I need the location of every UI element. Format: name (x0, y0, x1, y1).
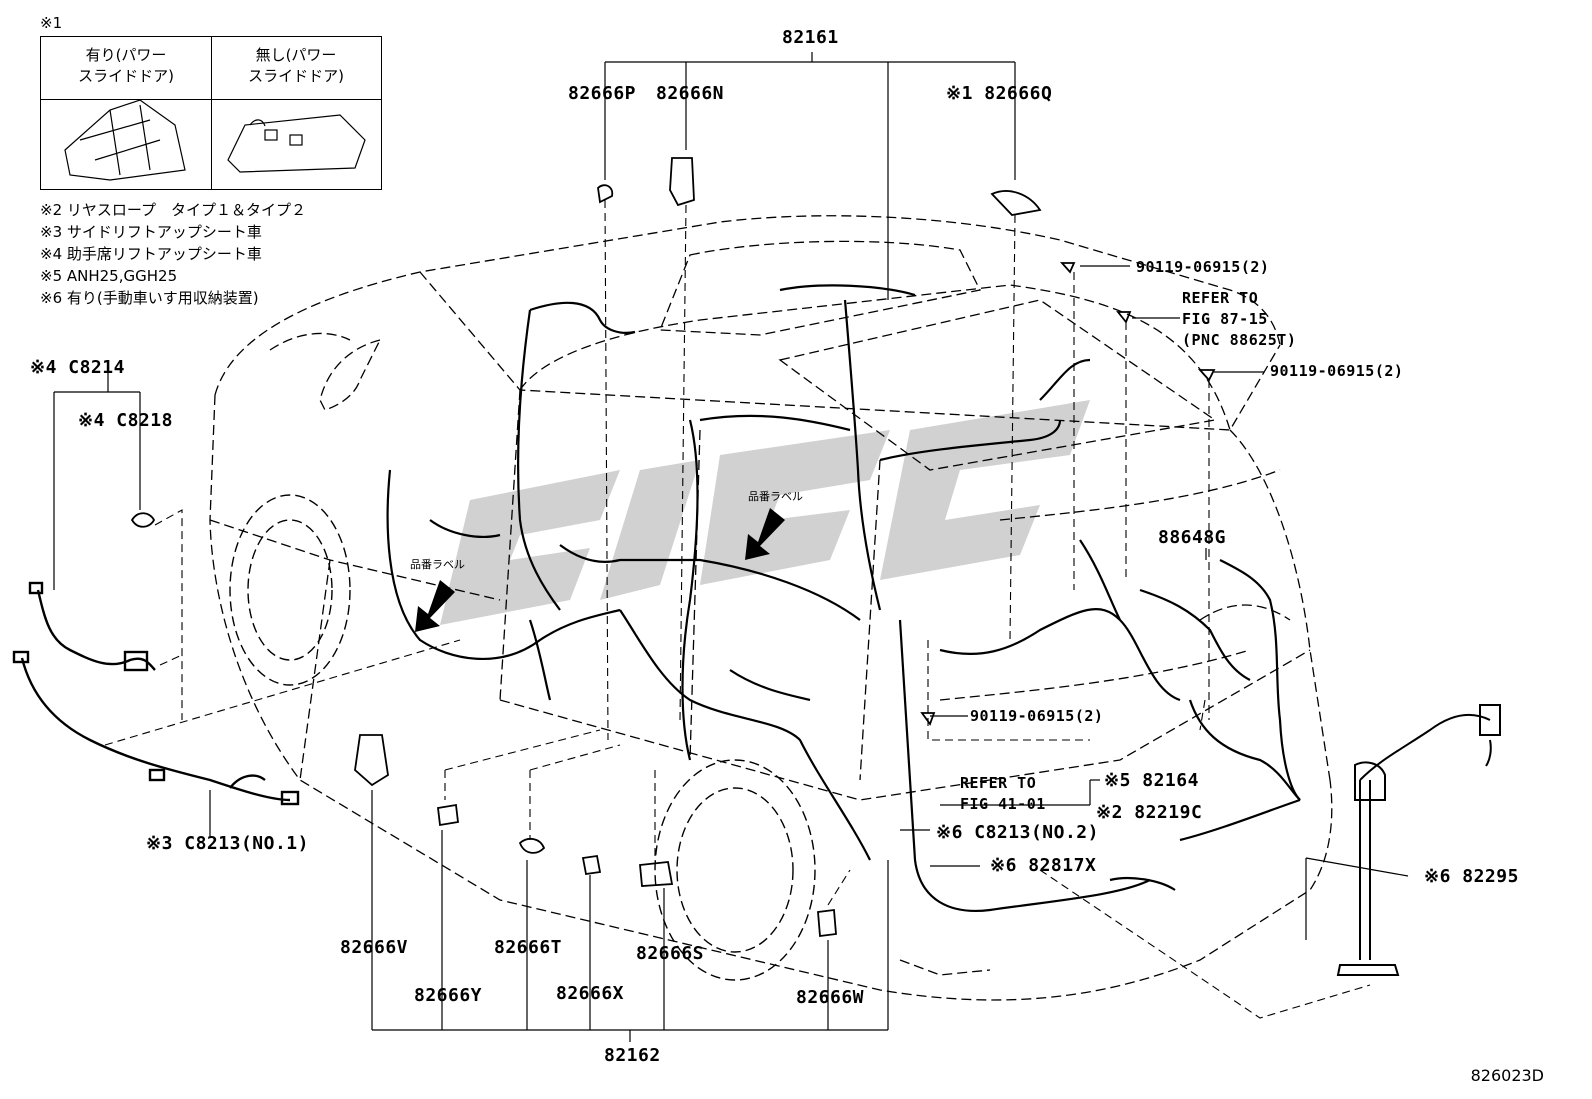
note-2: ※2 リヤスロープ タイプ１＆タイプ２ (40, 201, 306, 219)
label-82666Y: 82666Y (414, 985, 483, 1006)
wheel-front (229, 494, 351, 686)
table-note-mark: ※1 (40, 14, 63, 32)
label-82219C: ※2 82219C (1096, 802, 1203, 823)
harness-82295 (1336, 704, 1501, 976)
table-col-without-power-door: 無し(パワー スライドドア) (248, 46, 344, 85)
label-82666N: 82666N (656, 83, 725, 104)
label-bolt-2: 90119-06915(2) (1270, 362, 1404, 380)
label-82817X: ※6 82817X (990, 855, 1097, 876)
diagram-code: 826023D (1470, 1066, 1544, 1085)
label-82666T: 82666T (494, 937, 563, 958)
table-illustration-without-power-door (227, 114, 366, 173)
label-c8218: ※4 C8218 (78, 410, 173, 431)
harness-c8213-no1 (12, 650, 300, 806)
leader-lines (53, 52, 1409, 1042)
label-refer-2b: FIG 41-01 (960, 795, 1046, 813)
note-6: ※6 有り(手動車いす用収納装置) (40, 289, 259, 307)
arrow-icon (415, 508, 785, 632)
label-c8214: ※4 C8214 (30, 357, 125, 378)
table-illustration-with-power-door (64, 99, 186, 181)
wire-harness (386, 284, 1301, 912)
dashed-leader-lines (104, 199, 1371, 1019)
label-refer-1a: REFER TO (1182, 289, 1259, 307)
label-refer-1b: FIG 87-15 (1182, 310, 1268, 328)
clip-parts (354, 157, 1216, 938)
note-4: ※4 助手席リフトアップシート車 (40, 245, 262, 263)
note-5: ※5 ANH25,GGH25 (40, 267, 178, 285)
label-82666X: 82666X (556, 983, 625, 1004)
van-body-outline (209, 215, 1333, 1001)
label-82666Q: ※1 82666Q (946, 83, 1053, 104)
label-82161: 82161 (782, 27, 839, 48)
watermark-logo (440, 400, 1090, 625)
label-bolt-1: 90119-06915(2) (1136, 258, 1270, 276)
label-82666S: 82666S (636, 943, 705, 964)
wheel-rear (654, 759, 816, 981)
label-c8213-no2: ※6 C8213(NO.2) (936, 822, 1099, 843)
label-82666P: 82666P (568, 83, 637, 104)
label-refer-1c: (PNC 88625T) (1182, 331, 1297, 349)
note-3: ※3 サイドリフトアップシート車 (40, 223, 262, 241)
label-82295: ※6 82295 (1424, 866, 1519, 887)
label-tag-right: 品番ラベル (748, 490, 803, 503)
label-82164: ※5 82164 (1104, 770, 1199, 791)
label-82666V: 82666V (340, 937, 409, 958)
label-refer-2a: REFER TO (960, 774, 1037, 792)
harness-c8214 (28, 581, 156, 672)
label-82666W: 82666W (796, 987, 865, 1008)
table-col-with-power-door: 有り(パワー スライドドア) (78, 46, 174, 85)
label-c8213-no1: ※3 C8213(NO.1) (146, 833, 309, 854)
door-type-table: 有り(パワー スライドドア) 無し(パワー スライドドア) (40, 36, 382, 190)
clip-c8218 (130, 512, 156, 528)
label-82162: 82162 (604, 1045, 661, 1066)
label-bolt-3: 90119-06915(2) (970, 707, 1104, 725)
label-tag-left: 品番ラベル (410, 558, 465, 571)
label-88648G: 88648G (1158, 527, 1227, 548)
